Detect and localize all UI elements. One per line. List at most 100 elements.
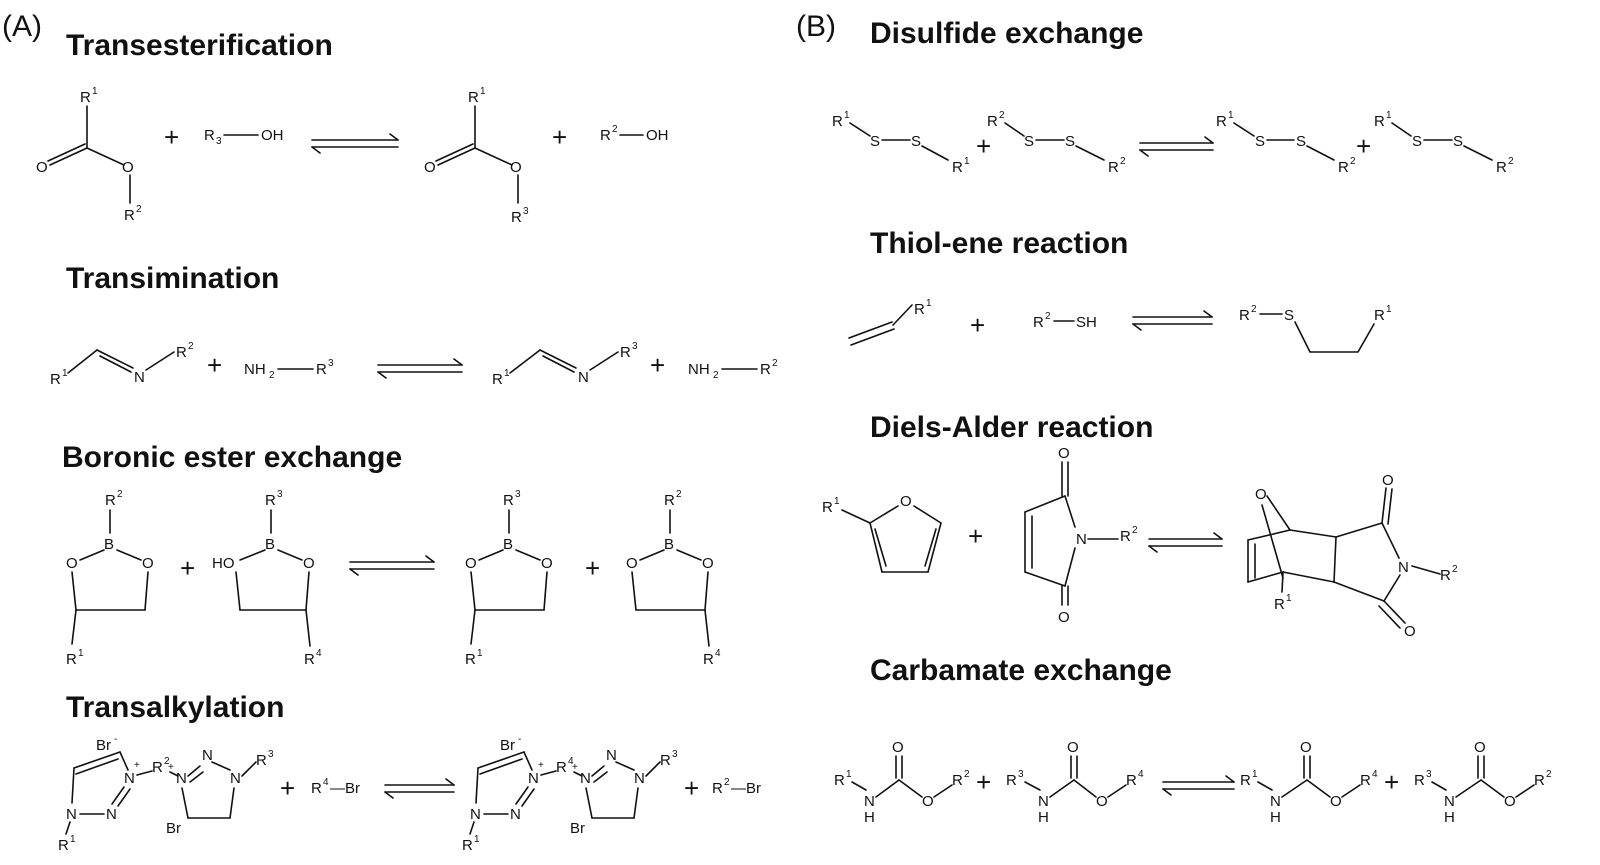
svg-text:N: N: [1038, 793, 1049, 810]
svg-text:S: S: [1453, 133, 1463, 150]
svg-text:R: R: [80, 89, 91, 106]
svg-text:1: 1: [844, 110, 850, 121]
svg-text:R: R: [1440, 567, 1451, 584]
equilibrium-arrows-icon: [377, 358, 463, 379]
svg-text:2: 2: [612, 124, 618, 135]
svg-text:B: B: [664, 536, 674, 553]
svg-text:N: N: [864, 793, 875, 810]
svg-text:Br: Br: [166, 820, 181, 837]
svg-text:3: 3: [216, 136, 222, 147]
svg-text:R: R: [556, 759, 567, 776]
svg-text:-: -: [518, 734, 521, 745]
svg-text:R: R: [492, 371, 503, 388]
svg-text:2: 2: [713, 370, 719, 381]
plus-sign: +: [207, 350, 222, 380]
title-transesterification: Transesterification: [66, 29, 333, 62]
svg-text:S: S: [911, 133, 921, 150]
svg-text:R: R: [1374, 307, 1385, 324]
svg-text:N: N: [134, 369, 145, 386]
svg-text:N: N: [124, 770, 135, 787]
svg-text:O: O: [1067, 739, 1079, 756]
svg-text:SH: SH: [1076, 314, 1097, 331]
svg-text:O: O: [465, 555, 477, 572]
title-thiol-ene-reaction: Thiol-ene reaction: [870, 227, 1128, 260]
svg-text:O: O: [922, 793, 934, 810]
svg-text:2: 2: [188, 341, 194, 352]
svg-text:R: R: [204, 127, 215, 144]
svg-text:R: R: [304, 651, 315, 668]
svg-text:R: R: [58, 837, 69, 854]
svg-text:R: R: [664, 492, 675, 509]
svg-text:R: R: [311, 780, 322, 797]
svg-text:2: 2: [136, 204, 142, 215]
svg-text:N: N: [510, 806, 521, 823]
svg-text:R: R: [503, 492, 514, 509]
svg-text:2: 2: [269, 370, 275, 381]
svg-text:4: 4: [715, 648, 721, 659]
plus-sign: +: [585, 553, 600, 583]
svg-text:R: R: [760, 361, 771, 378]
svg-text:O: O: [1404, 623, 1416, 640]
svg-text:O: O: [1058, 445, 1070, 462]
svg-text:1: 1: [92, 86, 98, 97]
svg-text:3: 3: [328, 358, 334, 369]
svg-text:1: 1: [834, 496, 840, 507]
svg-text:R: R: [1126, 772, 1137, 789]
svg-text:2: 2: [724, 777, 730, 788]
svg-text:1: 1: [926, 298, 932, 309]
plus-sign: +: [280, 773, 295, 803]
svg-text:3: 3: [1018, 769, 1024, 780]
svg-text:3: 3: [515, 489, 521, 500]
svg-text:O: O: [1255, 486, 1267, 503]
svg-text:R: R: [152, 759, 163, 776]
svg-text:1: 1: [1286, 593, 1292, 604]
svg-text:B: B: [265, 536, 275, 553]
svg-text:B: B: [503, 536, 513, 553]
svg-text:R: R: [1006, 772, 1017, 789]
svg-text:S: S: [1284, 307, 1294, 324]
svg-text:3: 3: [632, 341, 638, 352]
svg-text:N: N: [106, 806, 117, 823]
svg-text:O: O: [303, 555, 315, 572]
svg-text:R: R: [256, 752, 267, 769]
svg-text:R: R: [1274, 596, 1285, 613]
equilibrium-arrows-icon: [311, 133, 399, 154]
svg-text:4: 4: [1138, 769, 1144, 780]
svg-text:OH: OH: [261, 127, 284, 144]
svg-text:O: O: [1096, 793, 1108, 810]
svg-text:R: R: [468, 89, 479, 106]
svg-text:O: O: [626, 555, 638, 572]
svg-text:1: 1: [846, 769, 852, 780]
svg-text:N: N: [176, 770, 187, 787]
svg-text:3: 3: [1426, 769, 1432, 780]
plus-sign: +: [1384, 767, 1399, 797]
svg-text:R: R: [620, 344, 631, 361]
svg-text:S: S: [1296, 133, 1306, 150]
svg-text:R: R: [511, 209, 522, 226]
svg-text:4: 4: [316, 648, 322, 659]
svg-text:3: 3: [268, 749, 274, 760]
svg-text:N: N: [66, 806, 77, 823]
svg-text:O: O: [1382, 472, 1394, 489]
svg-text:R: R: [1338, 159, 1349, 176]
svg-text:R: R: [1360, 772, 1371, 789]
equilibrium-arrows-icon: [1148, 532, 1223, 553]
svg-text:2: 2: [1251, 304, 1257, 315]
svg-text:2: 2: [1508, 156, 1514, 167]
svg-text:R: R: [1414, 772, 1425, 789]
title-transalkylation: Transalkylation: [66, 691, 284, 724]
svg-text:1: 1: [480, 86, 486, 97]
svg-text:N: N: [230, 770, 241, 787]
svg-text:H: H: [1038, 809, 1049, 826]
